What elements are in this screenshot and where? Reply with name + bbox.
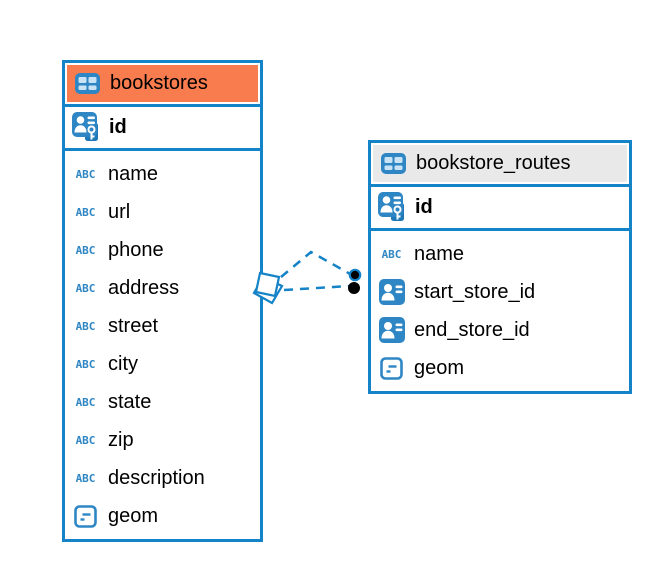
column-name: street [108,314,159,337]
fk-relationship-lines[interactable] [280,250,353,292]
table-bookstore-routes-header[interactable]: bookstore_routes [371,143,629,187]
primary-key-icon [72,112,100,142]
column-name: state [108,390,152,413]
column-name: url [108,200,131,223]
primary-key-icon [378,192,406,222]
column-list: ABC name start_store_id [371,231,629,391]
column-row[interactable]: geom [65,497,260,535]
text-abc-icon: ABC [75,167,96,181]
text-abc-icon: ABC [75,433,96,447]
column-row[interactable]: ABC name [371,235,629,273]
text-abc-icon: ABC [75,395,96,409]
table-icon [380,152,407,175]
column-name: city [108,352,138,375]
text-abc-icon: ABC [75,205,96,219]
column-row[interactable]: ABC city [65,345,260,383]
foreign-key-person-icon [378,317,405,343]
text-abc-icon: ABC [75,319,96,333]
column-name: end_store_id [414,318,530,341]
table-bookstore-routes[interactable]: bookstore_routes id [368,140,632,394]
column-list: ABC name ABC url ABC phone ABC address A… [65,151,260,539]
column-row[interactable]: end_store_id [371,311,629,349]
column-row[interactable]: ABC phone [65,231,260,269]
table-title: bookstore_routes [416,152,571,174]
column-name: phone [108,238,164,261]
column-row[interactable]: ABC url [65,193,260,231]
text-abc-icon: ABC [75,281,96,295]
column-name: address [108,276,180,299]
column-name: name [414,242,465,265]
geometry-icon [378,356,405,380]
column-row[interactable]: ABC address [65,269,260,307]
fk-line-start-store[interactable] [280,250,353,278]
relationship-endpoint-dot[interactable] [348,268,362,282]
foreign-key-person-icon [378,279,405,305]
column-name: start_store_id [414,280,536,303]
column-name: geom [414,356,465,379]
column-row[interactable]: ABC street [65,307,260,345]
column-name: zip [108,428,134,451]
column-row-pk[interactable]: id [65,107,260,151]
column-name: id [415,195,433,218]
column-name: geom [108,504,159,527]
table-icon [74,72,101,95]
text-abc-icon: ABC [75,243,96,257]
table-bookstores[interactable]: bookstores id ABC [62,60,263,542]
text-abc-icon: ABC [381,247,402,261]
column-row[interactable]: ABC name [65,155,260,193]
column-name: name [108,162,159,185]
geometry-icon [72,504,99,528]
column-row[interactable]: ABC state [65,383,260,421]
text-abc-icon: ABC [75,471,96,485]
column-name: description [108,466,205,489]
relationship-endpoint-dots[interactable] [348,268,362,294]
table-title: bookstores [110,72,208,94]
column-row[interactable]: ABC zip [65,421,260,459]
text-abc-icon: ABC [75,357,96,371]
column-row-pk[interactable]: id [371,187,629,231]
column-row[interactable]: ABC description [65,459,260,497]
fk-line-end-store[interactable] [283,284,351,292]
column-name: id [109,115,127,138]
table-bookstores-header[interactable]: bookstores [65,63,260,107]
relationship-endpoint-dot[interactable] [348,282,360,294]
column-row[interactable]: start_store_id [371,273,629,311]
column-row[interactable]: geom [371,349,629,387]
